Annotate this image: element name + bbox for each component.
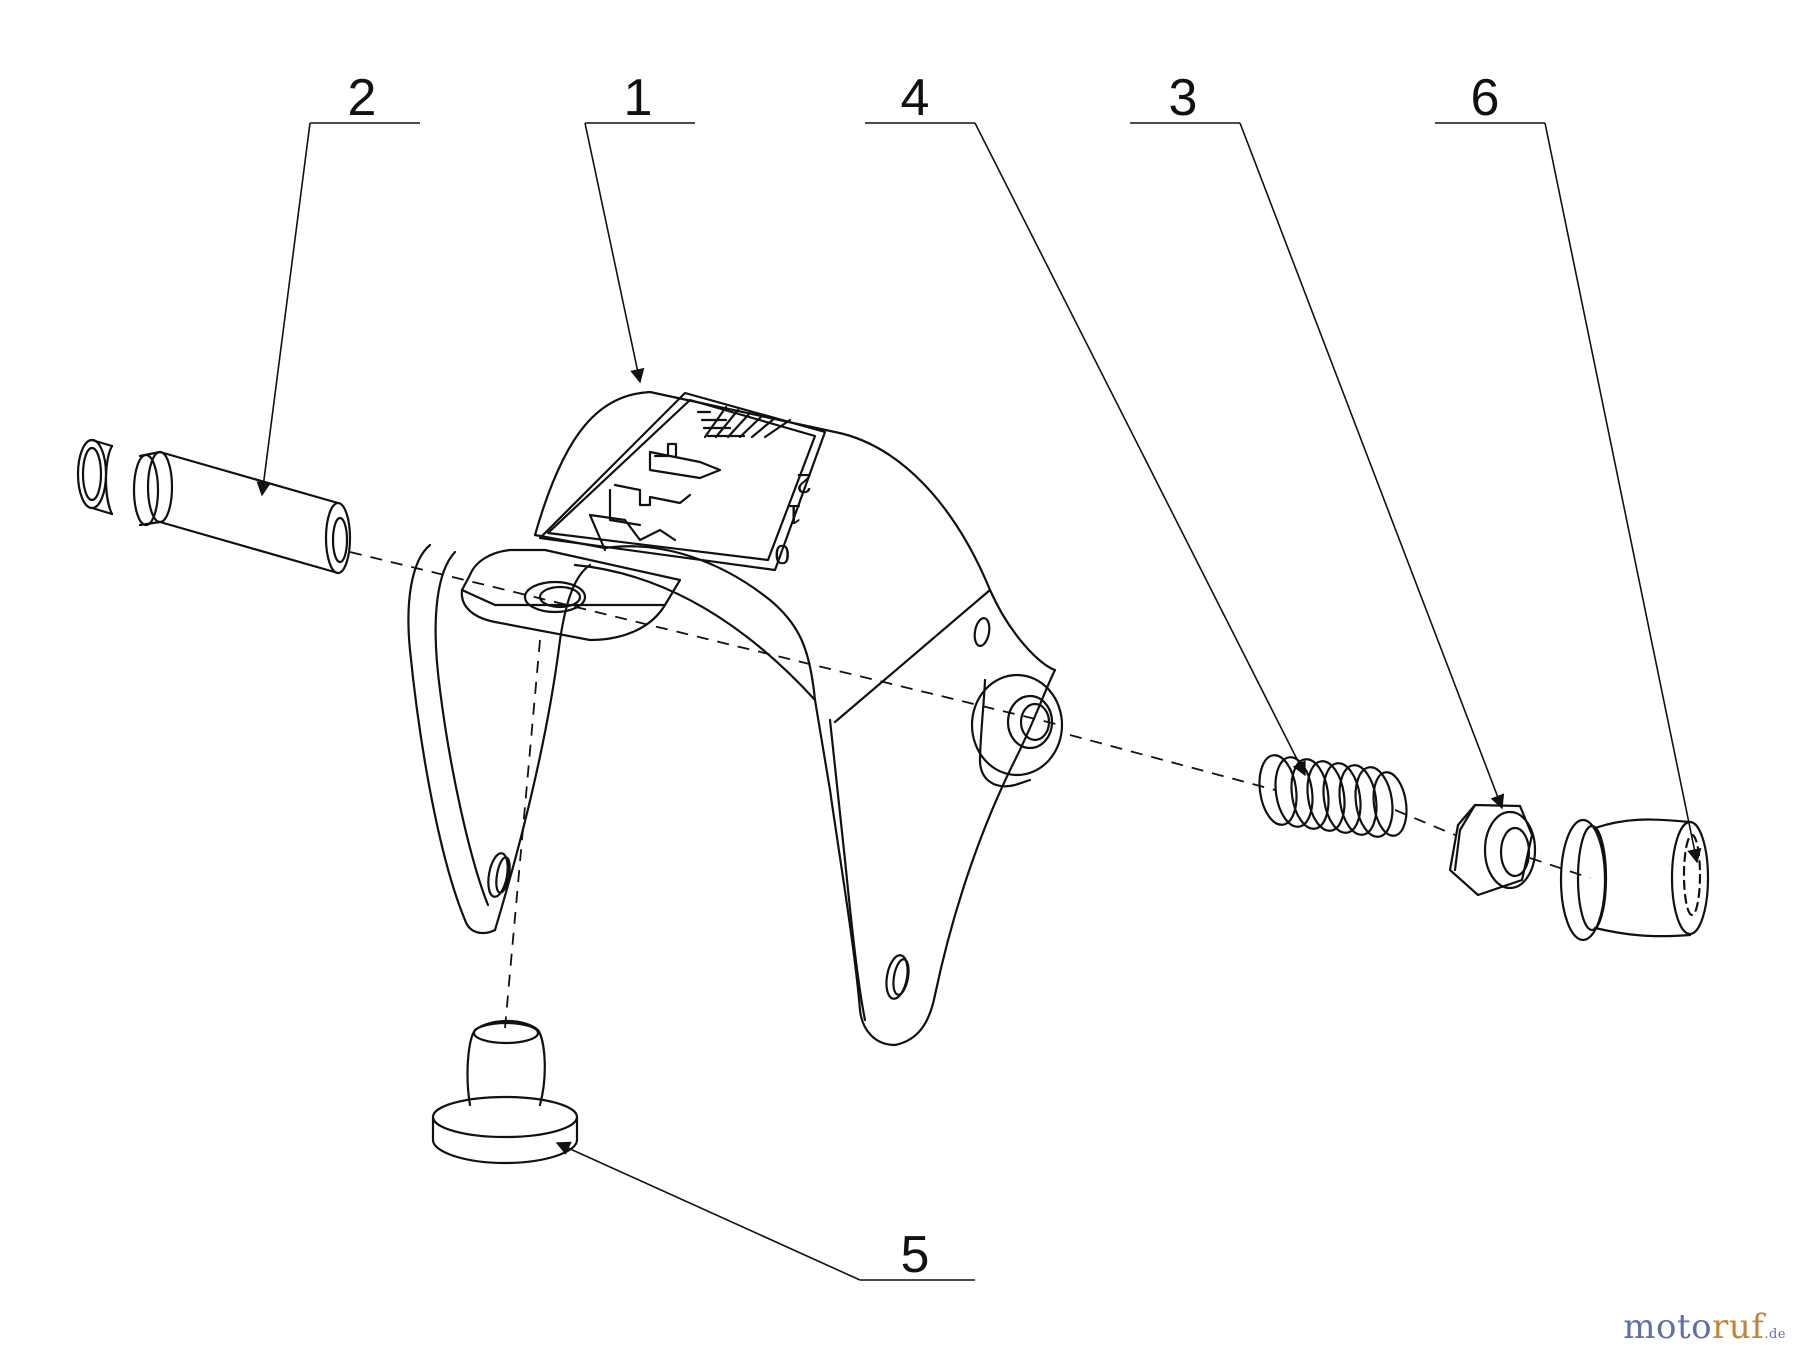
callout-5: 5 <box>901 1226 930 1284</box>
spring-part <box>1258 754 1408 838</box>
watermark-part1: moto <box>1623 1307 1713 1347</box>
callout-4: 4 <box>901 69 930 127</box>
leader-2 <box>262 122 420 495</box>
svg-text:1: 1 <box>786 499 802 530</box>
leader-4 <box>865 122 1305 775</box>
leader-1 <box>584 122 695 382</box>
plate-number-2: 2 <box>796 468 812 499</box>
watermark-tld: .de <box>1764 1327 1786 1342</box>
bracket-part <box>407 390 1064 1047</box>
nut-part <box>1448 803 1537 897</box>
leader-lines <box>262 122 1697 1281</box>
callout-6: 6 <box>1471 69 1500 127</box>
leader-6 <box>1435 122 1697 862</box>
assembly-axes <box>349 551 1591 1029</box>
callout-3: 3 <box>1169 69 1198 127</box>
plate-number-1: 1 <box>786 499 802 530</box>
watermark-part2: ruf <box>1712 1307 1765 1347</box>
pin-part <box>76 438 352 575</box>
cap-part <box>1559 818 1710 942</box>
svg-text:2: 2 <box>796 468 812 499</box>
callout-1: 1 <box>624 69 653 127</box>
svg-text:0: 0 <box>774 539 790 570</box>
plug-part <box>431 1020 579 1165</box>
watermark-logo: motoruf.de <box>1623 1307 1786 1347</box>
plate-number-0: 0 <box>774 539 790 570</box>
label-plate <box>538 391 827 572</box>
callout-2: 2 <box>348 69 377 127</box>
leader-3 <box>1130 122 1502 808</box>
leader-5 <box>557 1143 975 1281</box>
